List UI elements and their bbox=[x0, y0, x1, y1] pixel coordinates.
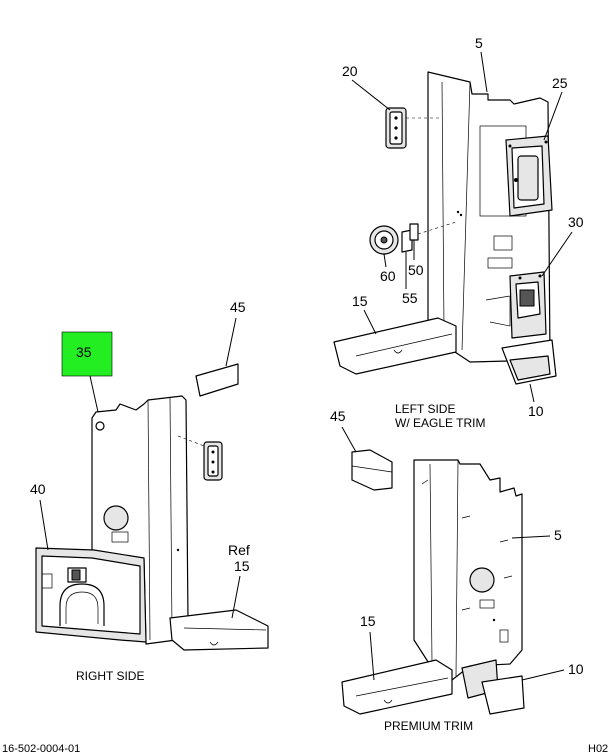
caption-premium-trim: PREMIUM TRIM bbox=[384, 719, 473, 733]
callout-20: 20 bbox=[342, 63, 358, 79]
sheet-code: H02 bbox=[588, 743, 608, 755]
callout-35-highlight bbox=[61, 331, 113, 377]
callout-55: 55 bbox=[402, 290, 418, 306]
hinge-bracket-right bbox=[177, 435, 223, 481]
caption-left-side: LEFT SIDE bbox=[395, 402, 455, 416]
callout-50: 50 bbox=[408, 262, 424, 278]
clip-50 bbox=[409, 221, 457, 241]
callout-45-top: 45 bbox=[230, 299, 246, 315]
callout-ref: Ref bbox=[228, 542, 250, 558]
bracket-10-bottom bbox=[461, 659, 525, 715]
callout-5-top: 5 bbox=[475, 35, 483, 51]
handle-25 bbox=[505, 135, 553, 217]
right-side-assembly bbox=[35, 331, 269, 651]
callout-35: 35 bbox=[76, 344, 92, 360]
bracket-10-top bbox=[501, 339, 557, 385]
callout-5-bottom: 5 bbox=[554, 527, 562, 543]
drawing-number: 16-502-0004-01 bbox=[2, 743, 80, 755]
callout-10-top: 10 bbox=[528, 403, 544, 419]
premium-trim-assembly bbox=[341, 449, 525, 715]
callout-15-top: 15 bbox=[352, 293, 368, 309]
callout-60: 60 bbox=[380, 268, 396, 284]
knob-60 bbox=[369, 225, 399, 255]
left-side-callouts: 5 20 25 30 60 55 50 15 10 LEFT SIDE W/ E… bbox=[342, 35, 584, 430]
sill-trim-15-top bbox=[333, 317, 457, 375]
callout-15-bottom: 15 bbox=[360, 613, 376, 629]
caption-eagle-trim: W/ EAGLE TRIM bbox=[395, 416, 485, 430]
strip-45-top bbox=[195, 363, 239, 397]
sill-trim-ref-15 bbox=[169, 609, 269, 651]
callout-45-bottom: 45 bbox=[330, 408, 346, 424]
callout-30: 30 bbox=[568, 214, 584, 230]
hinge-bracket-20 bbox=[385, 107, 440, 149]
callout-ref-15: 15 bbox=[234, 558, 250, 574]
cover-panel-40 bbox=[35, 547, 147, 643]
caption-right-side: RIGHT SIDE bbox=[76, 669, 144, 683]
callout-40: 40 bbox=[30, 481, 46, 497]
strip-45-bottom bbox=[351, 449, 393, 491]
premium-callouts: 45 5 15 10 PREMIUM TRIM bbox=[330, 408, 584, 733]
callout-10-bottom: 10 bbox=[568, 661, 584, 677]
left-side-assembly bbox=[333, 71, 557, 385]
callout-25: 25 bbox=[552, 75, 568, 91]
right-side-callouts: 45 35 40 Ref 15 RIGHT SIDE bbox=[30, 299, 250, 683]
sill-trim-15-bottom bbox=[341, 659, 453, 715]
cup-holder-30 bbox=[485, 271, 547, 339]
